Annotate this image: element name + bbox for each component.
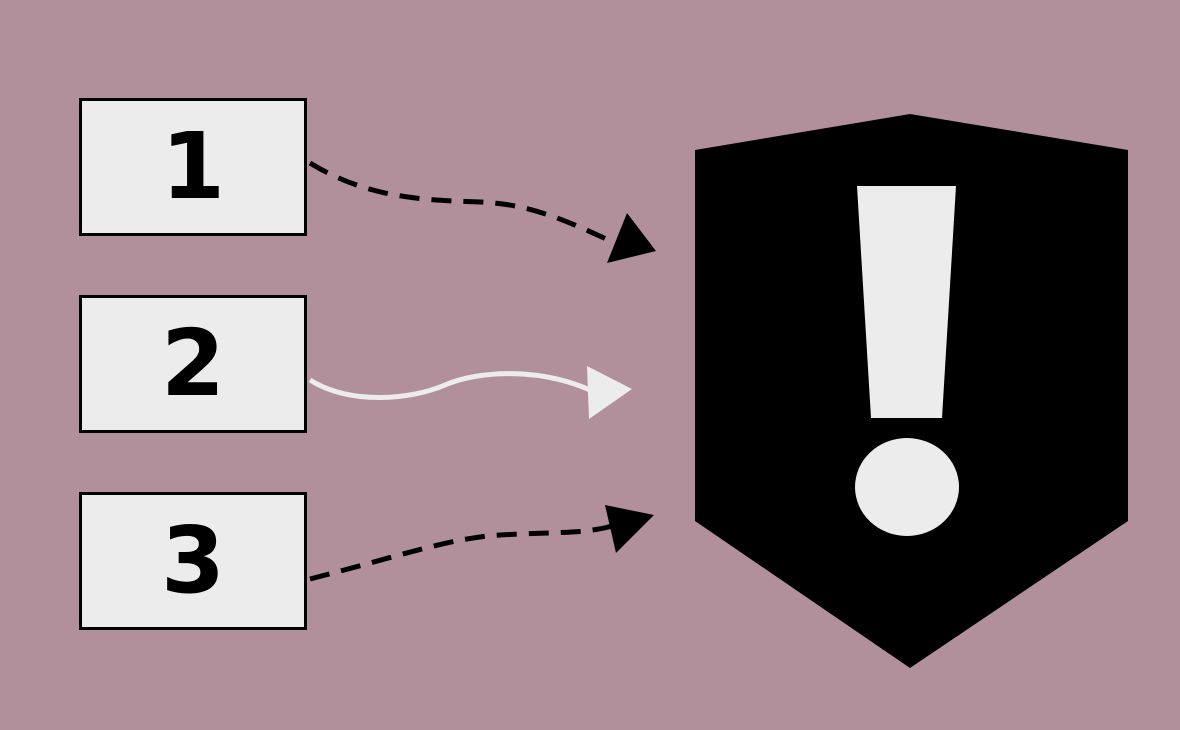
arrow-2-head [587, 366, 632, 419]
arrow-1-line [308, 160, 617, 246]
exclamation-dot [855, 438, 959, 536]
arrow-1-head [607, 213, 656, 263]
box-3-label: 3 [160, 507, 225, 614]
arrow-3-head [605, 505, 654, 553]
shield-icon [695, 114, 1128, 668]
box-1-label: 1 [160, 113, 225, 220]
arrow-2 [308, 366, 632, 419]
box-3: 3 [79, 492, 307, 630]
exclamation-icon [855, 186, 959, 536]
exclamation-bar [857, 186, 956, 418]
arrow-3-line [309, 523, 613, 582]
arrow-3 [309, 505, 654, 582]
box-2: 2 [79, 295, 307, 433]
box-2-label: 2 [160, 310, 225, 417]
box-1: 1 [79, 98, 307, 236]
arrow-2-line [308, 371, 592, 400]
arrow-1 [308, 160, 656, 263]
